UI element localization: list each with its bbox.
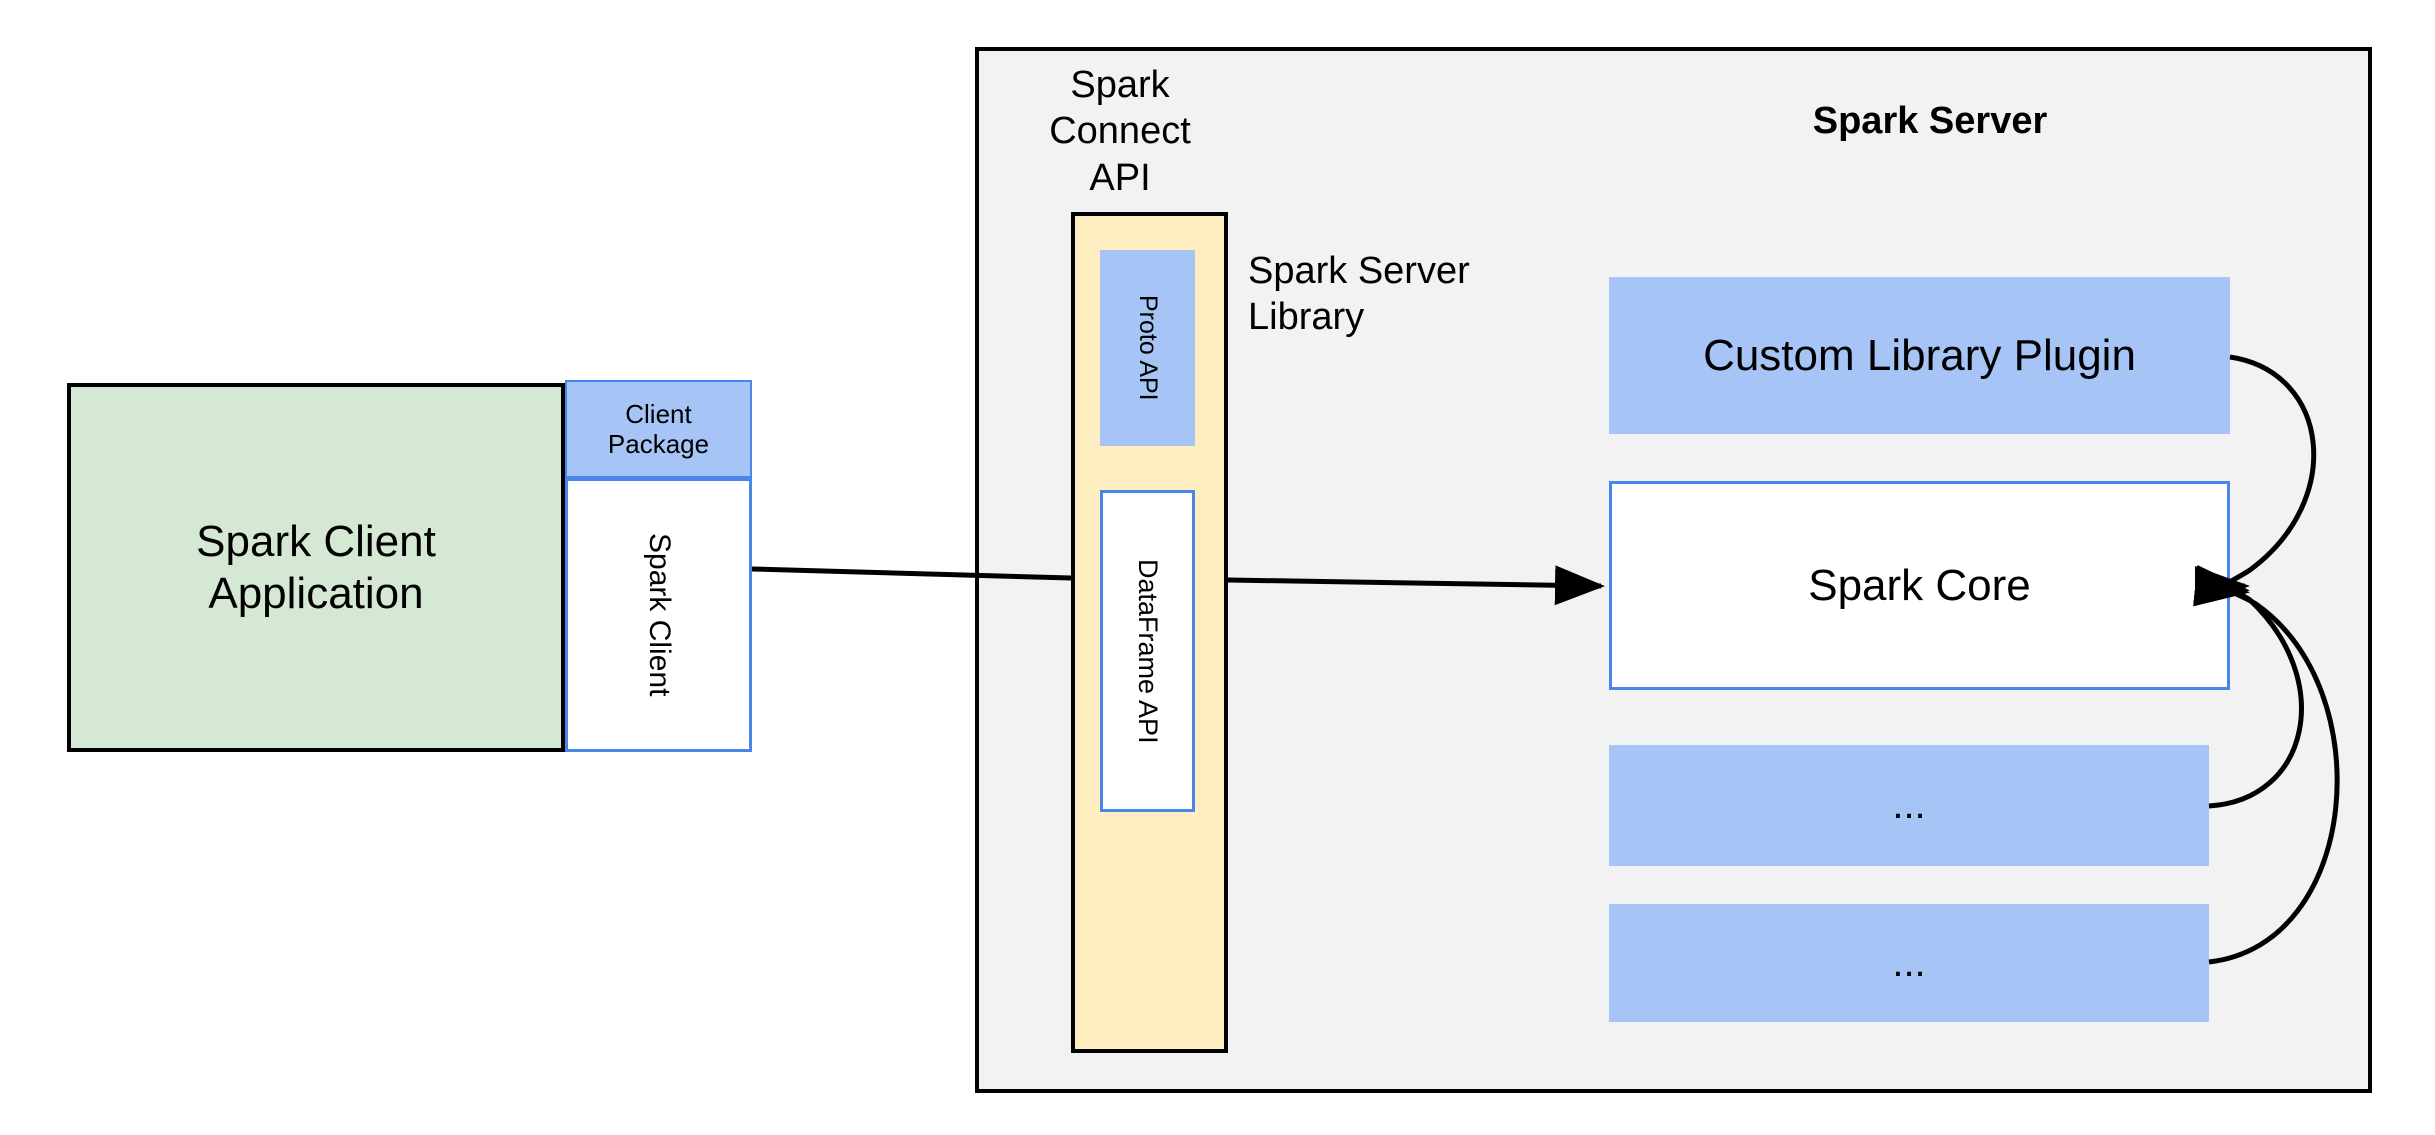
connect-api-label-line1: Spark Connect — [1049, 64, 1191, 153]
application-label-line2: Application — [208, 568, 424, 618]
client-package-label-line2: Package — [607, 429, 710, 459]
spark-core-box[interactable]: Spark Core — [1609, 481, 2230, 690]
custom-library-plugin-label: Custom Library Plugin — [1703, 330, 2136, 380]
client-package-box[interactable]: Client Package — [565, 380, 752, 478]
connect-api-label-line2: API — [1089, 156, 1151, 199]
ellipsis-two-label: ... — [1892, 940, 1926, 985]
spark-core-label: Spark Core — [1808, 560, 2031, 610]
client-package-label-line1: Client — [625, 398, 692, 429]
proto-api-label: Proto API — [1134, 295, 1162, 401]
spark-server-title: Spark Server — [1812, 100, 2048, 142]
spark-client-application-label: Spark Client Application — [182, 516, 450, 618]
proto-api-box[interactable]: Proto API — [1100, 250, 1195, 446]
spark-client-box[interactable]: Spark Client — [565, 478, 752, 752]
custom-library-plugin-box[interactable]: Custom Library Plugin — [1609, 277, 2230, 434]
spark-server-library-label: Spark Server Library — [1248, 248, 1578, 341]
dataframe-api-box[interactable]: DataFrame API — [1100, 490, 1195, 812]
client-package-label: Client Package — [608, 399, 709, 459]
spark-client-label: Spark Client — [642, 533, 676, 697]
dataframe-api-label: DataFrame API — [1133, 558, 1164, 744]
spark-connect-api-label: Spark Connect API — [1000, 62, 1240, 201]
server-library-label-line2: Library — [1248, 296, 1365, 339]
server-library-label-line1: Spark Server — [1248, 250, 1470, 292]
ellipsis-box-one[interactable]: ... — [1609, 745, 2209, 866]
ellipsis-one-label: ... — [1892, 783, 1926, 828]
spark-client-application-box[interactable]: Spark Client Application — [67, 383, 565, 752]
ellipsis-box-two[interactable]: ... — [1609, 904, 2209, 1022]
application-label-line1: Spark Client — [196, 517, 436, 567]
